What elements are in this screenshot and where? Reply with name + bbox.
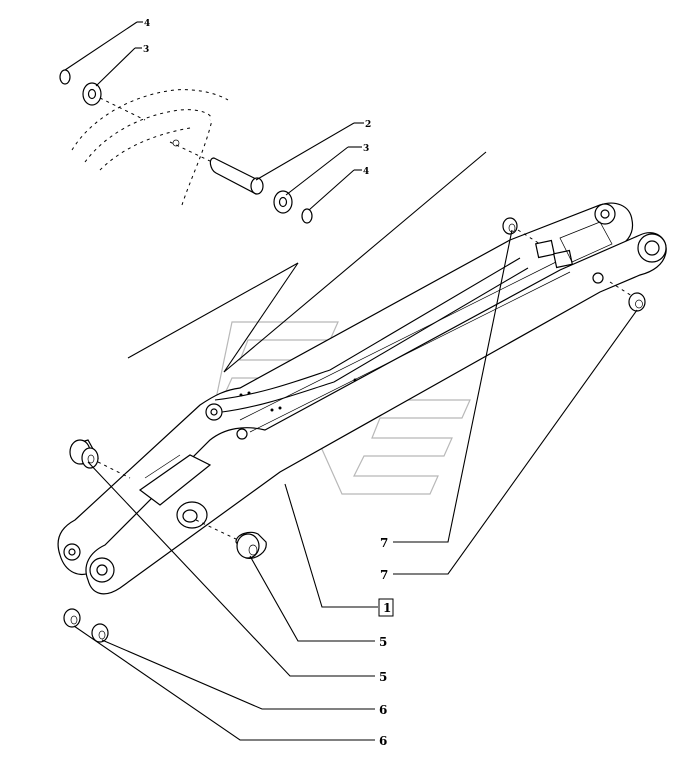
o-ring-part [301, 208, 313, 224]
callout-6-right: 6 [379, 703, 387, 717]
callout-1: 1 [383, 601, 391, 615]
small-parts [59, 69, 646, 643]
bushing-part [628, 292, 646, 312]
callout-5-left: 5 [379, 670, 387, 684]
callout-7-upper: 7 [380, 536, 388, 550]
bushing-part [502, 217, 518, 235]
bushing-part [69, 439, 99, 469]
o-ring-part [59, 69, 71, 85]
pin-socket-dashed [71, 89, 229, 206]
pin-part [209, 157, 264, 195]
bushing-part [63, 608, 81, 628]
background-lines [127, 151, 487, 373]
bushing-part [91, 623, 109, 643]
callout-4-top: 4 [144, 19, 150, 29]
assembly-axes [97, 97, 633, 541]
callout-1-box [378, 598, 394, 617]
callout-2: 2 [365, 120, 371, 130]
callout-3-mid: 3 [363, 144, 369, 154]
callout-6-left: 6 [379, 734, 387, 748]
callout-3-top: 3 [143, 45, 149, 55]
callout-7-lower: 7 [380, 568, 388, 582]
bushing-part [235, 531, 267, 559]
leader-lines [64, 21, 638, 741]
callout-4-mid: 4 [363, 167, 369, 177]
callout-labels: 4 3 2 3 4 7 7 1 5 5 6 6 [143, 19, 394, 748]
boom-arm [57, 202, 667, 595]
callout-5-center: 5 [379, 635, 387, 649]
